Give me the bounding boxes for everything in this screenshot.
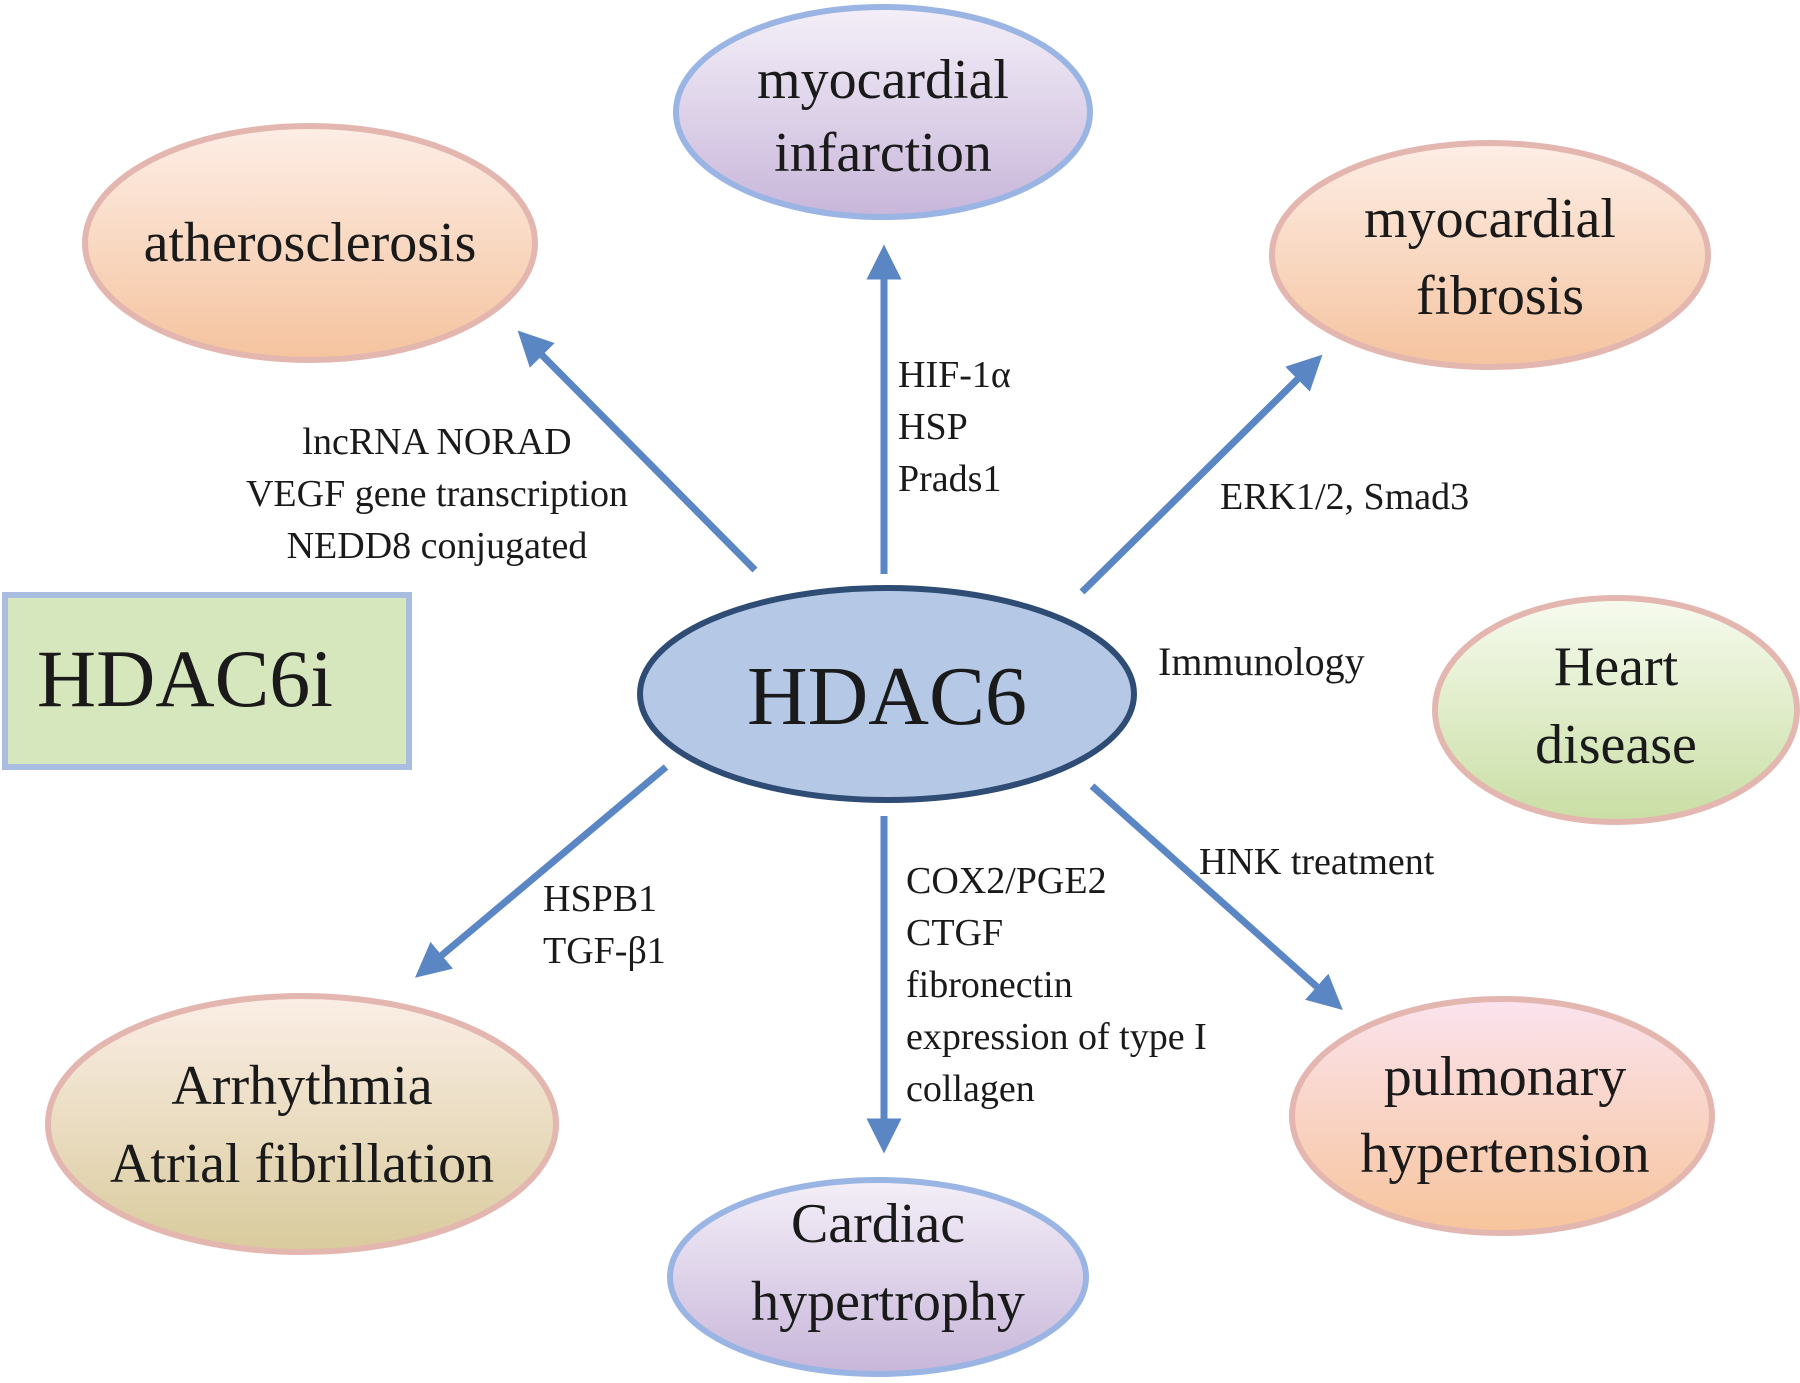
arrow-to-atherosclerosis: [517, 330, 758, 573]
pulmonary-hypertension-line-2: hypertension: [1360, 1123, 1649, 1185]
arrows: [414, 244, 1343, 1154]
mediator-ch-1: COX2/PGE2: [906, 860, 1107, 902]
mediators-cardiac-hypertrophy: COX2/PGE2 CTGF fibronectin expression of…: [906, 860, 1207, 1110]
myocardial-infarction-line-1: myocardial: [757, 49, 1009, 111]
mediator-arr-2: TGF-β1: [543, 930, 666, 972]
atherosclerosis-line-1: atherosclerosis: [144, 212, 477, 274]
mediator-mi-1: HIF-1α: [898, 354, 1011, 396]
node-cardiac-hypertrophy: Cardiac hypertrophy: [667, 1177, 1089, 1377]
mediator-heart-1: Immunology: [1158, 639, 1365, 684]
node-myocardial-fibrosis: myocardial fibrosis: [1269, 140, 1711, 370]
node-atherosclerosis: atherosclerosis: [82, 123, 538, 363]
node-pulmonary-hypertension: pulmonary hypertension: [1289, 996, 1715, 1236]
mediator-ch-5: collagen: [906, 1068, 1035, 1110]
myocardial-infarction-line-2: infarction: [774, 122, 992, 184]
mediators-myocardial-fibrosis: ERK1/2, Smad3: [1220, 476, 1469, 518]
node-heart-disease: Heart disease: [1432, 595, 1800, 825]
mediator-ath-2: VEGF gene transcription: [246, 473, 628, 515]
arrow-to-pulmonary-hypertension: [1089, 783, 1343, 1010]
hdac6-node: HDAC6: [637, 585, 1137, 803]
arrhythmia-line-2: Atrial fibrillation: [110, 1133, 494, 1195]
mediator-ath-1: lncRNA NORAD: [302, 421, 571, 463]
mediator-fib-1: ERK1/2, Smad3: [1220, 476, 1469, 518]
mediators-atherosclerosis: lncRNA NORAD VEGF gene transcription NED…: [246, 421, 628, 567]
mediators-myocardial-infarction: HIF-1α HSP Prads1: [898, 354, 1011, 500]
inhibitor-label: HDAC6i: [37, 633, 333, 724]
heart-disease-line-1: Heart: [1554, 636, 1679, 698]
mediator-ph-1: HNK treatment: [1199, 841, 1435, 883]
hdac6-label: HDAC6: [747, 650, 1027, 743]
cardiac-hypertrophy-line-1: Cardiac: [791, 1193, 965, 1255]
mediators-pulmonary-hypertension: HNK treatment: [1199, 841, 1435, 883]
mediator-arr-1: HSPB1: [543, 878, 657, 920]
cardiac-hypertrophy-line-2: hypertrophy: [751, 1271, 1025, 1333]
myocardial-fibrosis-line-2: fibrosis: [1416, 265, 1584, 327]
node-myocardial-infarction: myocardial infarction: [673, 4, 1093, 220]
mediators-arrhythmia: HSPB1 TGF-β1: [543, 878, 666, 972]
mediator-mi-2: HSP: [898, 406, 968, 448]
mediator-ch-3: fibronectin: [906, 964, 1073, 1006]
mediator-ath-3: NEDD8 conjugated: [287, 525, 588, 567]
arrow-to-myocardial-fibrosis: [1079, 354, 1323, 595]
mediator-mi-3: Prads1: [898, 458, 1001, 500]
arrow-to-arrhythmia: [414, 764, 669, 978]
mediators-heart-disease: Immunology: [1158, 639, 1365, 684]
heart-disease-line-2: disease: [1535, 714, 1697, 776]
myocardial-fibrosis-line-1: myocardial: [1364, 188, 1616, 250]
mediator-ch-4: expression of type I: [906, 1016, 1207, 1058]
mediator-ch-2: CTGF: [906, 912, 1003, 954]
pulmonary-hypertension-line-1: pulmonary: [1384, 1046, 1627, 1108]
inhibitor-box: HDAC6i: [2, 592, 412, 770]
arrhythmia-line-1: Arrhythmia: [171, 1055, 432, 1117]
node-arrhythmia: Arrhythmia Atrial fibrillation: [45, 993, 559, 1255]
